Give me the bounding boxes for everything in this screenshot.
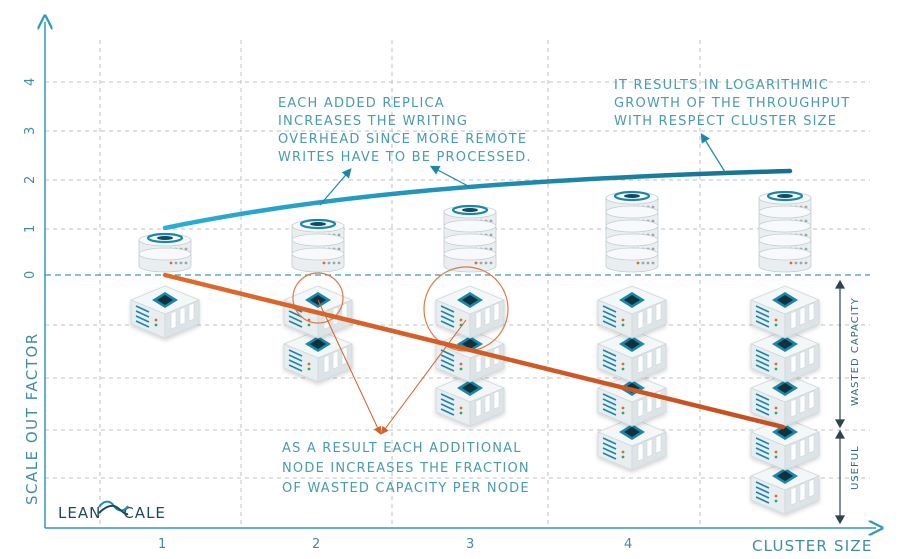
node-cube-icon <box>749 285 821 339</box>
cluster-4 <box>596 190 668 471</box>
database-top-core <box>157 236 173 240</box>
wasted-capacity-line <box>162 272 786 430</box>
x-tick-1: 1 <box>158 537 166 552</box>
useful-bracket-top-arrow <box>834 429 846 439</box>
logarithmic-annotation: IT RESULTS IN LOGARITHMIC GROWTH OF THE … <box>614 78 850 129</box>
database-disk-icon <box>138 247 192 273</box>
y-tick-labels: 4 3 2 1 0 <box>23 78 38 279</box>
database-top-ring <box>299 218 337 230</box>
overhead-circle-2 <box>292 272 344 324</box>
x-tick-3: 3 <box>466 537 474 552</box>
y-tick-2: 2 <box>23 176 38 184</box>
database-top-core <box>777 194 793 198</box>
replica-line-4: WRITES HAVE TO BE PROCESSED. <box>278 150 532 165</box>
logarithmic-line-2: GROWTH OF THE THROUGHPUT <box>614 96 850 111</box>
replica-arrow-2 <box>429 165 471 188</box>
node-cube-icon <box>749 329 821 383</box>
node-cube-icon <box>129 285 201 339</box>
wasted-line-3: OF WASTED CAPACITY PER NODE <box>282 481 530 496</box>
x-tick-4: 4 <box>624 537 632 552</box>
wasted-line-2: NODE INCREASES THE FRACTION <box>282 461 530 476</box>
logarithmic-line-3: WITH RESPECT CLUSTER SIZE <box>614 114 837 129</box>
database-disk-icon <box>605 247 659 273</box>
replica-line-1: EACH ADDED REPLICA <box>278 96 445 111</box>
node-cube-icon <box>749 373 821 427</box>
x-axis-label: CLUSTER SIZE <box>752 537 873 555</box>
wasted-pointer-2 <box>380 319 467 435</box>
wasted-pointer-1 <box>317 299 382 435</box>
wasted-capacity-label: WASTED CAPACITY <box>850 297 861 406</box>
replica-line-2: INCREASES THE WRITING <box>278 114 468 129</box>
replica-annotation: EACH ADDED REPLICA INCREASES THE WRITING… <box>278 96 532 165</box>
node-cube-icon <box>434 329 506 383</box>
wasted-line-1: AS A RESULT EACH ADDITIONAL <box>282 441 522 456</box>
wasted-bracket-top-arrow <box>834 279 846 289</box>
cluster-icons <box>129 190 821 515</box>
database-top-ring <box>451 204 489 216</box>
cluster-1 <box>129 232 201 339</box>
y-tick-3: 3 <box>23 127 38 135</box>
y-tick-4: 4 <box>23 78 38 86</box>
logo-text: LEAN CALE <box>58 504 166 522</box>
cluster-5 <box>749 190 821 515</box>
database-top-ring <box>146 232 184 244</box>
y-tick-1: 1 <box>23 225 38 233</box>
y-axis-label: SCALE OUT FACTOR <box>23 332 41 505</box>
x-tick-2: 2 <box>312 537 320 552</box>
useful-label: USEFUL <box>850 445 861 490</box>
database-disk-icon <box>291 247 345 273</box>
node-cube-icon <box>596 285 668 339</box>
database-top-core <box>310 222 326 226</box>
database-top-core <box>462 208 478 212</box>
replica-line-3: OVERHEAD SINCE MORE REMOTE <box>278 132 527 147</box>
wasted-bracket-bottom-arrow <box>834 419 846 429</box>
replica-arrow-1 <box>319 168 352 206</box>
database-top-core <box>624 194 640 198</box>
x-tick-labels: 1 2 3 4 <box>158 537 632 552</box>
logo-cale: CALE <box>123 504 166 522</box>
logarithmic-line-1: IT RESULTS IN LOGARITHMIC <box>614 78 829 93</box>
logo-lean: LEAN <box>58 504 101 522</box>
throughput-curve <box>162 168 793 231</box>
y-tick-0: 0 <box>23 271 38 279</box>
database-disk-icon <box>758 247 812 273</box>
node-cube-icon <box>596 417 668 471</box>
node-cube-icon <box>749 461 821 515</box>
node-cube-icon <box>596 329 668 383</box>
logarithmic-arrow <box>700 132 726 173</box>
node-cube-icon <box>434 373 506 427</box>
cluster-3 <box>434 204 506 427</box>
wasted-annotation: AS A RESULT EACH ADDITIONAL NODE INCREAS… <box>282 441 530 496</box>
database-top-ring <box>766 190 804 202</box>
useful-bracket-bottom-arrow <box>834 515 846 525</box>
leanxcale-logo: LEAN CALE <box>58 500 166 522</box>
capacity-brackets <box>834 279 846 525</box>
node-cube-icon <box>434 285 506 339</box>
logo-x-mark-2 <box>98 504 129 516</box>
gridlines <box>45 40 870 528</box>
database-top-ring <box>613 190 651 202</box>
database-disk-icon <box>443 247 497 273</box>
